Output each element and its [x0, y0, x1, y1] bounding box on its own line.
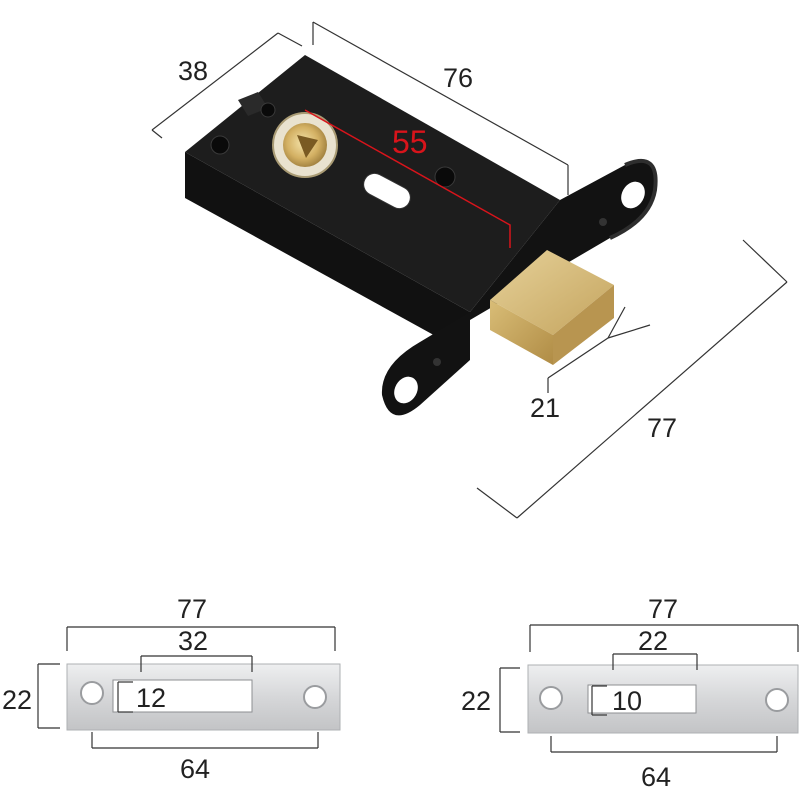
faceplate-edge	[609, 159, 658, 240]
lock-body-slot	[363, 172, 411, 210]
strike-plate-1-screw-hole	[80, 681, 104, 705]
strike-plate-1: 77 32 22 12 64	[2, 594, 341, 784]
width-label: 38	[178, 56, 208, 86]
faceplate-length-label: 77	[647, 413, 677, 443]
strike-plate-2-opening	[587, 684, 697, 714]
lock-body: 55	[185, 55, 658, 416]
strike-plate-1-overall-length: 77	[177, 594, 207, 624]
strike-plate-2-opening-height: 10	[612, 686, 642, 716]
spindle-hole-icon	[297, 135, 318, 158]
faceplate-rivet-icon	[599, 218, 607, 226]
dimension-faceplate-length: 77	[476, 239, 788, 519]
dimension-bolt-width: 21	[530, 306, 651, 423]
strike-plate-2-overall-length: 77	[648, 594, 678, 624]
faceplate-screw-hole	[394, 376, 418, 404]
length-label: 76	[443, 63, 473, 93]
bolt-width-label: 21	[530, 393, 560, 423]
strike-plate-2-screw-hole	[765, 688, 789, 712]
lock-body-front-face	[185, 152, 470, 355]
strike-plate-2-hole-spacing: 64	[641, 762, 671, 792]
strike-plate-1-opening-length: 32	[178, 626, 208, 656]
rivet-icon	[210, 135, 230, 155]
strike-plate-2-screw-hole	[539, 686, 563, 710]
strike-plate-2-opening-length: 22	[638, 626, 668, 656]
faceplate-rivet-icon	[433, 358, 441, 366]
bolt-end-face	[553, 285, 614, 365]
strike-plate-2-height: 22	[461, 686, 491, 716]
strike-plate-1-opening	[112, 679, 253, 713]
dimension-length: 76	[312, 21, 569, 195]
rivet-icon	[260, 102, 276, 118]
strike-plate-1-hole-spacing: 64	[180, 754, 210, 784]
brass-bolt	[490, 250, 614, 365]
backset-dimension-line	[304, 109, 511, 248]
strike-plate-1-opening-height: 12	[136, 683, 166, 713]
faceplate-screw-hole	[621, 181, 645, 209]
bolt-front-face	[490, 300, 553, 365]
strike-plate-2: 77 22 22 10 64	[461, 594, 799, 792]
dimension-width: 38	[151, 32, 303, 139]
strike-plate-1-height: 22	[2, 685, 32, 715]
backset-label: 55	[392, 124, 428, 160]
strike-plate-1-screw-hole	[303, 685, 327, 709]
rivet-icon	[434, 166, 456, 188]
bolt-top-face	[490, 250, 614, 335]
